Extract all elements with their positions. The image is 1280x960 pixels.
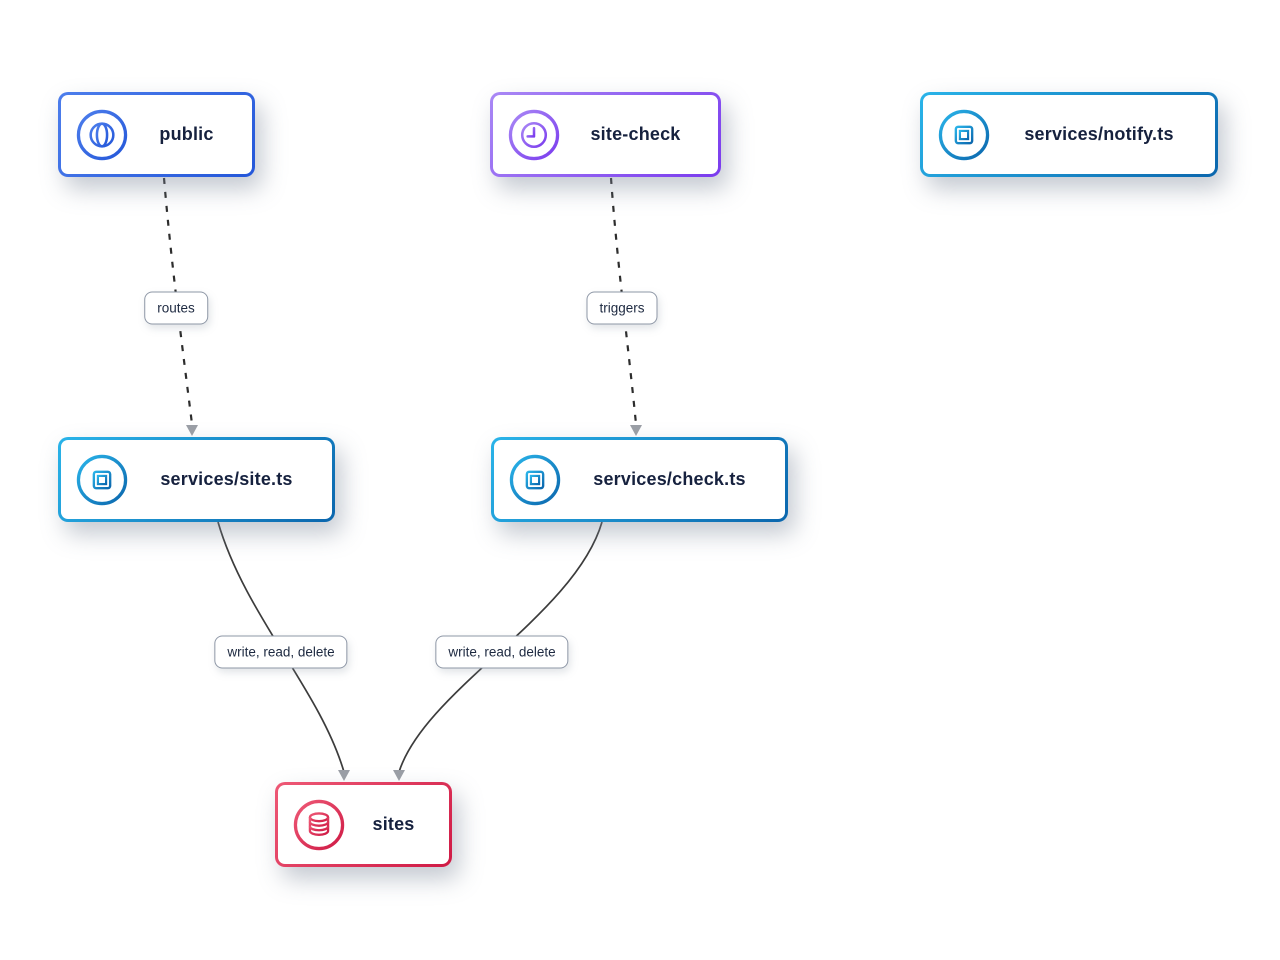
node-label: services/site.ts: [160, 469, 293, 489]
node-label: public: [159, 124, 214, 144]
arrowhead-icon: [186, 425, 198, 436]
chip-icon: [73, 451, 131, 509]
arrowhead-icon: [630, 425, 642, 436]
node-sites[interactable]: sites: [275, 782, 452, 867]
chip-icon: [506, 451, 564, 509]
node-services-notify-body: services/notify.ts: [923, 95, 1215, 174]
clock-icon: [505, 106, 563, 164]
edge-label-write-read-delete-left: write, read, delete: [214, 635, 348, 669]
arrowhead-icon: [338, 770, 350, 781]
node-public[interactable]: public: [58, 92, 255, 177]
node-site-check-body: site-check: [493, 95, 718, 174]
edge-label-routes: routes: [144, 291, 208, 325]
arrowhead-icon: [393, 770, 405, 781]
edge-label-triggers: triggers: [586, 291, 658, 325]
node-services-notify[interactable]: services/notify.ts: [920, 92, 1218, 177]
node-services-site-body: services/site.ts: [61, 440, 332, 519]
globe-icon: [73, 106, 131, 164]
node-label: services/notify.ts: [1024, 124, 1174, 144]
node-services-site[interactable]: services/site.ts: [58, 437, 335, 522]
node-services-check[interactable]: services/check.ts: [491, 437, 788, 522]
node-site-check[interactable]: site-check: [490, 92, 721, 177]
node-services-check-body: services/check.ts: [494, 440, 785, 519]
edge-label-write-read-delete-right: write, read, delete: [435, 635, 569, 669]
chip-icon: [935, 106, 993, 164]
node-public-body: public: [61, 95, 252, 174]
database-icon: [290, 796, 348, 854]
node-label: site-check: [590, 124, 681, 144]
node-label: services/check.ts: [593, 469, 746, 489]
node-label: sites: [372, 814, 415, 834]
node-sites-body: sites: [278, 785, 449, 864]
